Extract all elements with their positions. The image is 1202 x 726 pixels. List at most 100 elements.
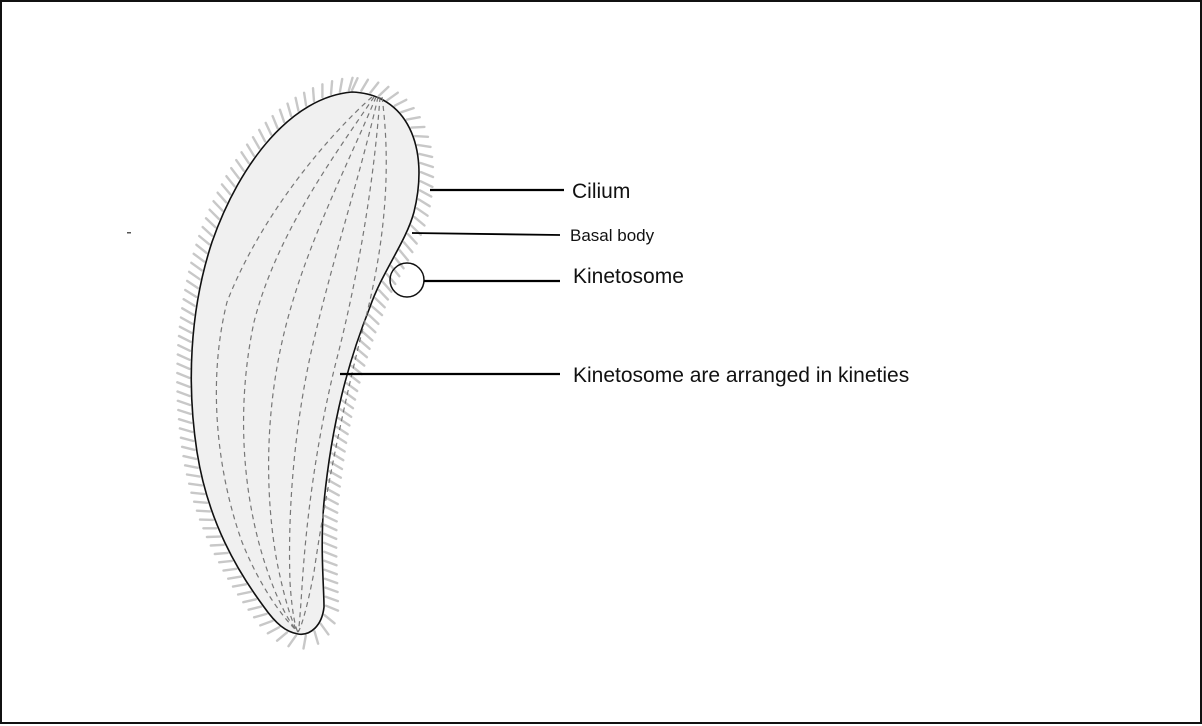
cilium	[214, 201, 223, 210]
cilium	[340, 79, 342, 92]
kinetosome-label: Kinetosome	[573, 265, 684, 288]
cilium	[194, 502, 207, 503]
kineties-label: Kinetosome are arranged in kineties	[573, 364, 909, 387]
cilium	[421, 172, 433, 177]
cilium	[419, 199, 430, 206]
cilium	[253, 137, 259, 148]
cilium	[420, 190, 431, 196]
cilium	[236, 160, 244, 171]
cilium	[233, 584, 246, 586]
cilium	[247, 145, 254, 156]
cilium	[366, 323, 376, 332]
cilium	[296, 98, 299, 111]
cilium	[304, 636, 306, 649]
cilium	[179, 419, 191, 423]
cilium	[343, 401, 354, 409]
cilium	[404, 242, 413, 252]
stray-mark	[127, 232, 131, 234]
cilium	[315, 631, 319, 643]
cilium	[337, 427, 348, 434]
cilium	[415, 136, 428, 137]
cilium	[184, 456, 197, 459]
cilium	[249, 607, 262, 610]
cilium	[360, 340, 370, 349]
cilium	[412, 127, 425, 128]
cilium	[417, 208, 428, 215]
cilium	[203, 227, 213, 236]
cilium	[177, 382, 189, 387]
cilium	[268, 627, 279, 633]
cilium	[181, 438, 194, 441]
cilium	[231, 168, 239, 178]
basal-body-leader-line	[412, 233, 560, 235]
cilium	[324, 543, 336, 548]
cilium	[363, 332, 373, 341]
cilium	[259, 130, 265, 142]
cilium	[329, 480, 340, 486]
cilium	[277, 632, 287, 640]
cilium	[185, 290, 196, 297]
basal-body-label: Basal body	[570, 226, 655, 245]
cilium	[347, 383, 357, 391]
cilium	[369, 315, 378, 324]
cilium	[421, 163, 433, 167]
cilium	[408, 234, 417, 244]
cilium	[313, 88, 314, 101]
cilium	[187, 475, 200, 477]
cilium	[182, 308, 193, 315]
cilium	[332, 454, 343, 461]
cilium	[325, 579, 337, 583]
cilium	[326, 606, 338, 611]
cilium	[407, 117, 420, 119]
cilium	[325, 588, 337, 592]
cilium	[179, 336, 191, 342]
cilium	[206, 218, 215, 227]
cilium	[191, 493, 204, 494]
cilium	[325, 516, 337, 522]
cilium	[327, 489, 338, 495]
cilium	[180, 327, 192, 333]
cilium	[415, 217, 425, 225]
cilium	[326, 507, 338, 513]
cilium	[387, 93, 398, 101]
cilium	[325, 525, 337, 530]
cilium	[289, 636, 297, 647]
cilium	[372, 307, 382, 316]
cilium	[420, 154, 433, 157]
cilium	[260, 621, 272, 626]
cilium	[395, 100, 407, 106]
cilium	[324, 534, 336, 539]
cilium	[228, 577, 241, 579]
cilium	[326, 498, 337, 504]
cilium	[222, 184, 230, 194]
cilium	[189, 272, 200, 279]
cilium	[324, 552, 336, 557]
cilium	[254, 614, 267, 617]
cilium	[178, 392, 190, 397]
kinetosome-circle	[390, 263, 424, 297]
cilium	[197, 511, 210, 512]
cilium	[184, 299, 195, 306]
cilium	[266, 123, 272, 135]
cilium	[219, 561, 232, 562]
cilium	[334, 445, 345, 452]
cilium	[226, 176, 234, 186]
cilium	[243, 599, 256, 602]
cilium	[331, 81, 332, 94]
cilium	[325, 570, 337, 575]
cilium	[361, 80, 368, 91]
cilium	[370, 83, 378, 93]
cilium	[273, 116, 278, 128]
cilium	[321, 624, 329, 635]
cilium	[341, 409, 352, 416]
cilium	[191, 263, 202, 271]
cilium	[194, 254, 204, 262]
cilium	[210, 210, 219, 219]
cilium	[421, 181, 433, 187]
cilium	[379, 290, 388, 299]
cilium	[304, 93, 306, 106]
cilium	[178, 410, 190, 414]
cilium	[189, 484, 202, 486]
